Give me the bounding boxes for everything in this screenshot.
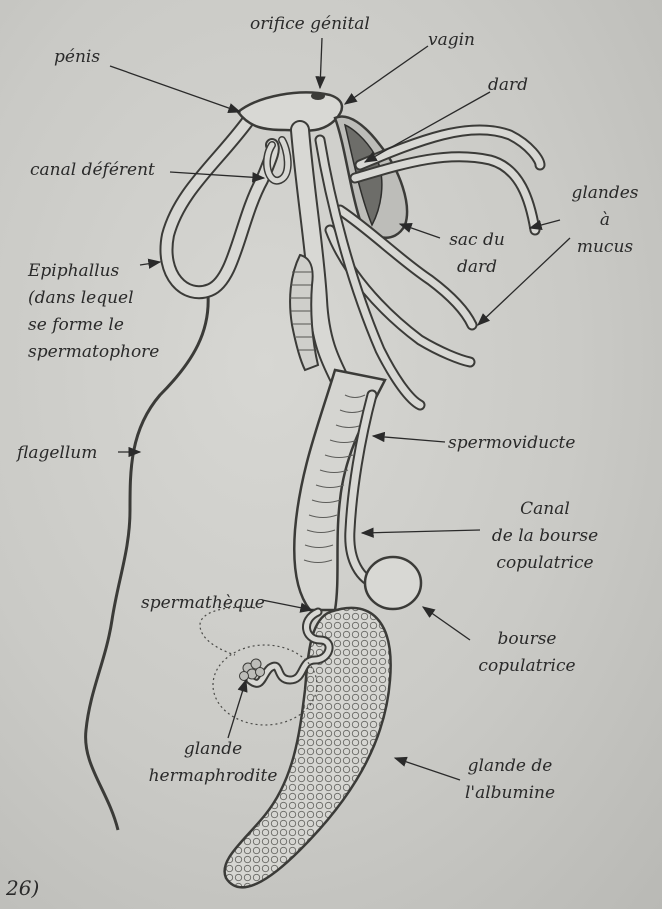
- label-spermatheque: spermathèque: [141, 590, 265, 617]
- label-glandes-a-mucus: glandes à mucus: [560, 180, 650, 261]
- label-penis: pénis: [54, 44, 100, 71]
- label-canal-deferent: canal déférent: [30, 157, 155, 184]
- label-vagin: vagin: [428, 27, 475, 54]
- label-dard: dard: [488, 72, 528, 99]
- label-bourse-copulatrice: bourse copulatrice: [472, 626, 582, 680]
- penis-shape: [238, 92, 342, 130]
- figure-number: 26): [6, 876, 39, 900]
- label-glande-hermaphrodite: glande hermaphrodite: [143, 736, 283, 790]
- label-spermoviducte: spermoviducte: [448, 430, 575, 457]
- label-flagellum: flagellum: [17, 440, 97, 467]
- label-orifice-genital: orifice génital: [250, 11, 370, 38]
- label-epiphallus: Epiphallus (dans lequel se forme le sper…: [28, 258, 159, 366]
- genital-orifice: [311, 92, 325, 100]
- label-sac-du-dard: sac du dard: [442, 227, 512, 281]
- label-canal-bourse: Canal de la bourse copulatrice: [475, 496, 615, 577]
- label-glande-albumine: glande de l'albumine: [455, 753, 565, 807]
- bursa-copulatrix-shape: [365, 557, 421, 609]
